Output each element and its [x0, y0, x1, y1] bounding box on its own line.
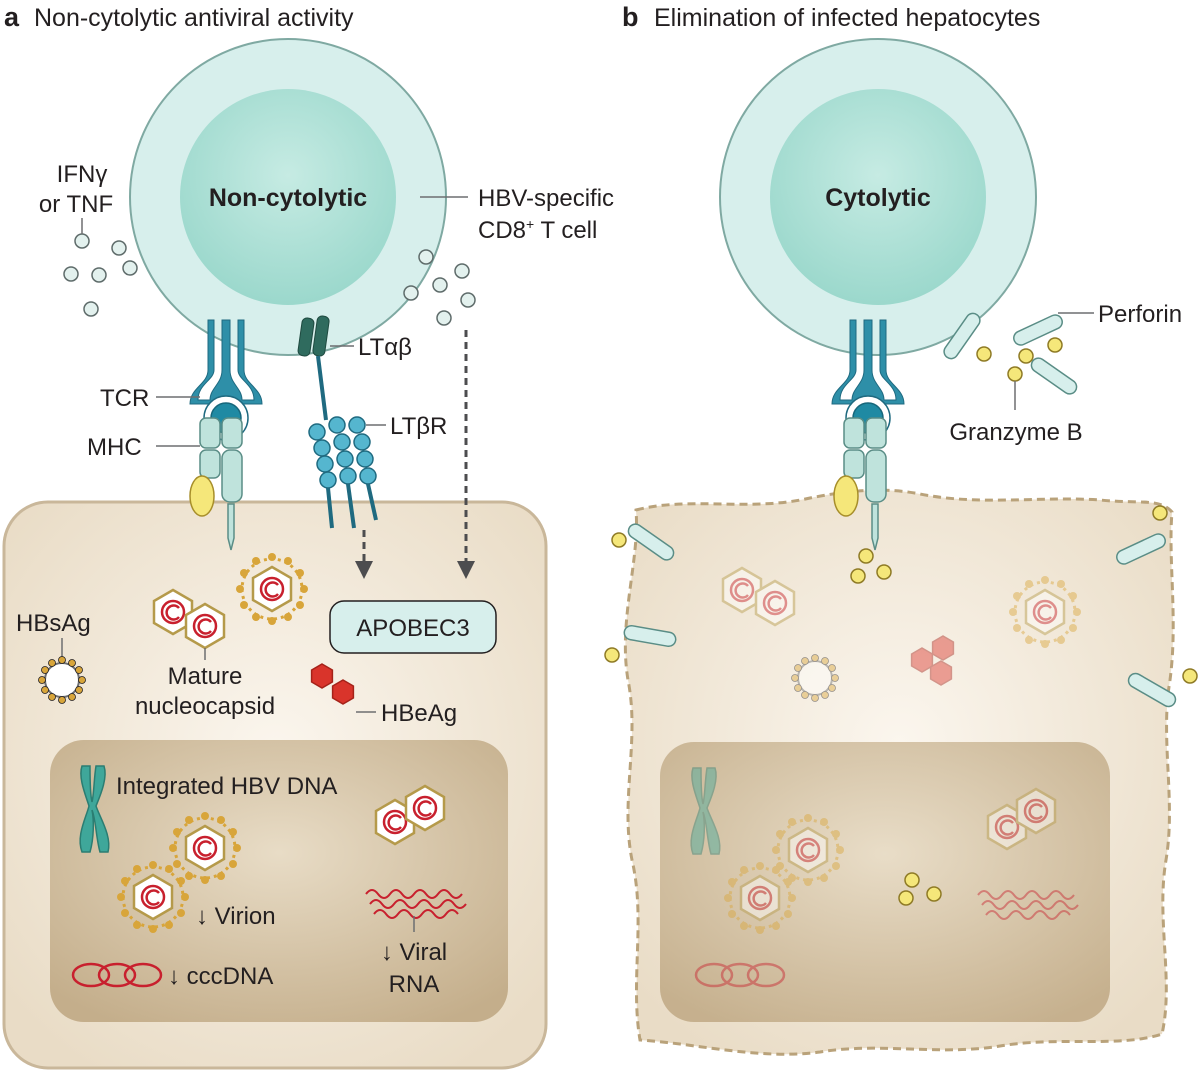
tcr-label: TCR	[100, 385, 149, 412]
lt-ab-label: LTαβ	[358, 334, 412, 361]
cell-type-label-a: Non-cytolytic	[209, 184, 367, 212]
lt-br-label: LTβR	[390, 413, 447, 440]
mhc-label: MHC	[87, 434, 142, 461]
panel-a-title: Non-cytolytic antiviral activity	[34, 4, 354, 32]
mature-label-line2: nucleocapsid	[135, 693, 275, 720]
viral-rna-label-line2: RNA	[389, 971, 440, 998]
perforin-label: Perforin	[1098, 301, 1182, 328]
hbsag-label: HBsAg	[16, 610, 91, 637]
integrated-dna-label: Integrated HBV DNA	[116, 773, 337, 800]
virion-label: ↓ Virion	[196, 903, 276, 930]
ifn-label-line2: or TNF	[39, 191, 113, 218]
tcell-label-line2: CD8+ T cell	[478, 216, 597, 244]
viral-rna-label-line1: ↓ Viral	[381, 939, 447, 966]
hbeag-hex	[310, 663, 334, 689]
apobec3-box	[329, 600, 497, 654]
ifn-label-line1: IFNγ	[57, 161, 108, 188]
capsid-icon	[184, 602, 226, 650]
panel-a: a Non-cytolytic antiviral activity Non-c…	[2, 2, 614, 1070]
t-cell-a: Non-cytolytic	[129, 38, 447, 356]
granzyme-dots	[604, 337, 1198, 906]
perforin-rods	[623, 312, 1177, 708]
panel-b: b Elimination of infected hepatocytes Cy…	[604, 2, 1198, 1056]
lt-beta-receptor-stalks	[326, 483, 378, 529]
panel-b-title: Elimination of infected hepatocytes	[654, 4, 1040, 32]
hbeag-hex	[331, 679, 355, 705]
cytokine-dots-a	[63, 233, 476, 326]
nucleus-b	[660, 742, 1110, 1022]
lt-beta-receptor	[308, 416, 377, 489]
granzyme-label: Granzyme B	[949, 419, 1082, 446]
t-cell-b: Cytolytic	[719, 38, 1037, 356]
tcell-label-line1: HBV-specific	[478, 185, 614, 212]
apobec3-label: APOBEC3	[356, 615, 469, 642]
lt-alpha-beta	[297, 315, 330, 421]
hbeag-label: HBeAg	[381, 700, 457, 727]
capsid-icon	[404, 784, 446, 832]
panel-a-letter: a	[4, 2, 20, 32]
mature-label-line1: Mature	[168, 663, 243, 690]
panel-b-letter: b	[622, 2, 639, 32]
cccdna-label: ↓ cccDNA	[168, 963, 273, 990]
cell-type-label-b: Cytolytic	[825, 184, 931, 212]
